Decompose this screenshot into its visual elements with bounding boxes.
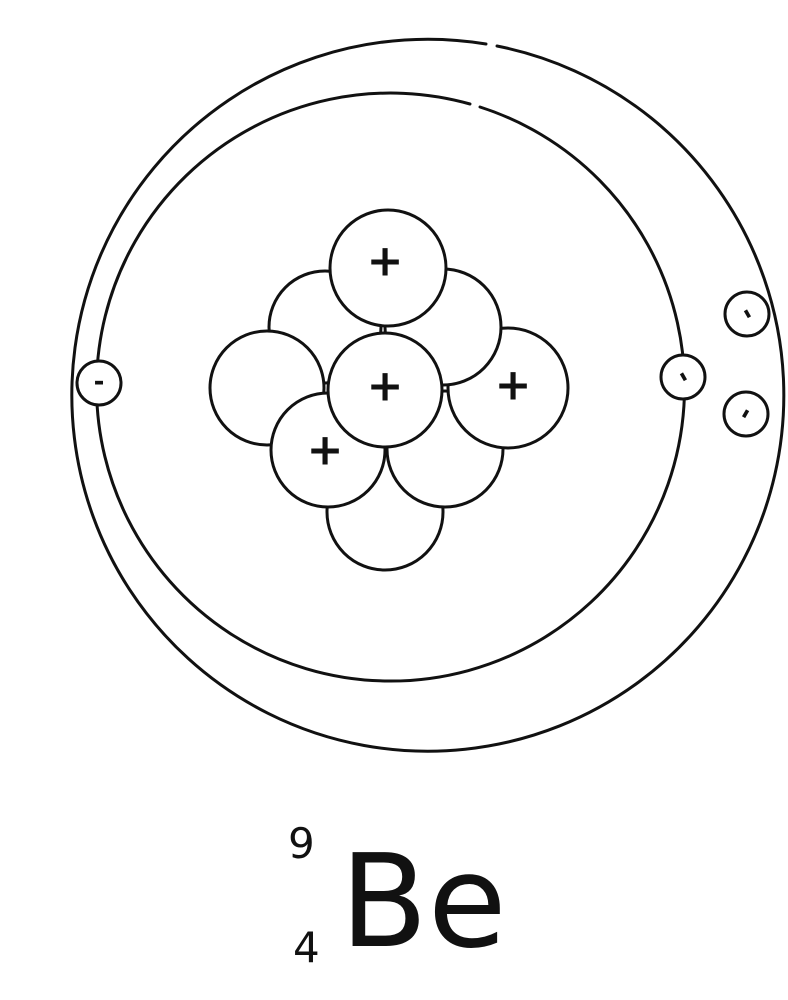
proton-charge-label: + <box>307 425 344 476</box>
electron <box>722 390 770 438</box>
electron <box>75 359 123 407</box>
outer-shell <box>70 37 786 753</box>
inner-shell-electrons: - - <box>75 353 707 407</box>
electron-charge-label: - <box>94 367 105 397</box>
proton-charge-label: + <box>367 361 404 412</box>
proton-charge-label: + <box>495 360 532 411</box>
electron <box>659 353 707 401</box>
proton <box>326 331 444 449</box>
proton <box>328 208 448 328</box>
mass-number: 9 <box>288 819 315 868</box>
nucleus: + + + + <box>208 208 570 572</box>
proton-charge-label: + <box>367 236 404 287</box>
inner-shell <box>95 91 687 683</box>
element-symbol: Be <box>340 828 507 977</box>
outer-shell-electrons: - - <box>722 290 771 438</box>
atomic-number: 4 <box>293 923 320 972</box>
electron <box>723 290 771 338</box>
nuclide-notation: 9 4 Be <box>288 819 507 977</box>
